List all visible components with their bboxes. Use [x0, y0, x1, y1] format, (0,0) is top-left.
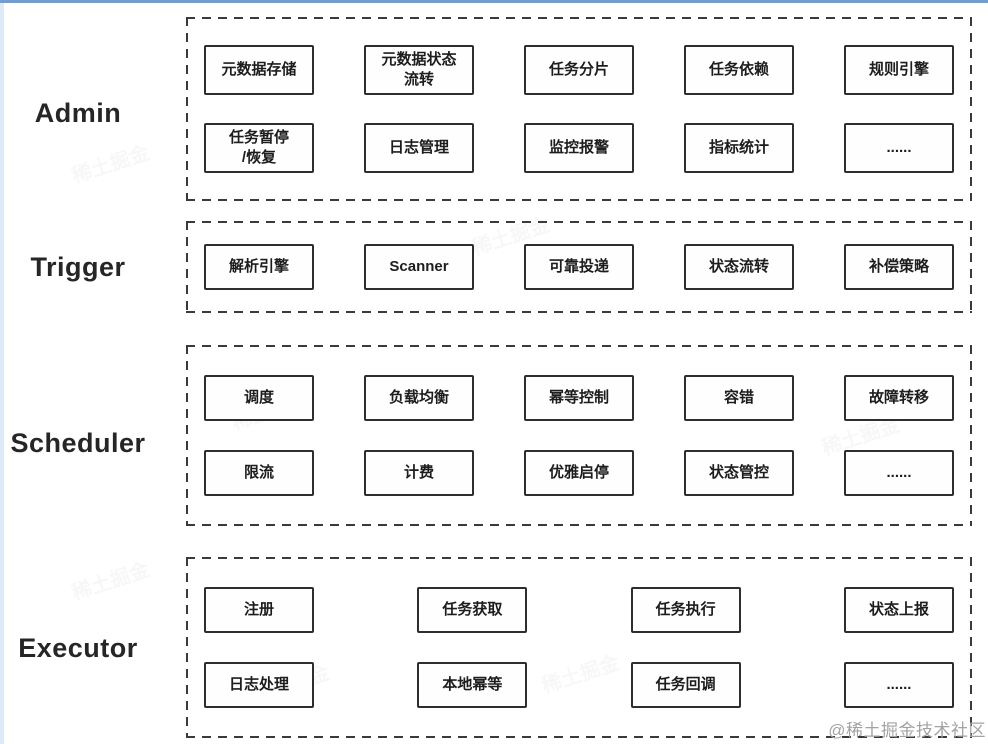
module-box-status-flow: 状态流转 [684, 244, 794, 290]
module-box-more: ...... [844, 122, 954, 174]
scheduler-row-1: 调度 负载均衡 幂等控制 容错 故障转移 [186, 374, 972, 421]
module-box-reliable-delivery: 可靠投递 [524, 244, 634, 290]
executor-row-1: 注册 任务获取 任务执行 状态上报 [186, 586, 972, 633]
module-box-status-report: 状态上报 [843, 586, 954, 633]
module-box-compensation: 补偿策略 [844, 244, 954, 290]
credit-watermark: @稀土掘金技术社区 [828, 721, 986, 740]
module-box-more: ...... [843, 662, 954, 709]
section-label-executor: Executor [18, 633, 138, 663]
module-box-task-sharding: 任务分片 [524, 44, 634, 96]
module-box-rate-limit: 限流 [204, 450, 314, 497]
scheduler-row-2: 限流 计费 优雅启停 状态管控 ...... [186, 450, 972, 497]
module-box-graceful-restart: 优雅启停 [524, 450, 634, 497]
executor-panel: 注册 任务获取 任务执行 状态上报 日志处理 本地幂等 任务回调 ...... [186, 557, 972, 738]
module-box-rule-engine: 规则引擎 [844, 44, 954, 96]
section-label-trigger: Trigger [30, 252, 126, 282]
trigger-panel: 解析引擎 Scanner 可靠投递 状态流转 补偿策略 [186, 221, 972, 313]
section-label-admin: Admin [34, 98, 122, 128]
module-box-task-dependency: 任务依赖 [684, 44, 794, 96]
module-box-local-idempotent: 本地幂等 [417, 662, 528, 709]
module-box-log-process: 日志处理 [204, 662, 314, 709]
module-box-parse-engine: 解析引擎 [204, 244, 314, 290]
admin-panel: 元数据存储 元数据状态 流转 任务分片 任务依赖 规则引擎 任务暂停 /恢复 日… [186, 17, 972, 201]
scheduler-panel: 调度 负载均衡 幂等控制 容错 故障转移 限流 计费 优雅启停 状态管控 ...… [186, 345, 972, 526]
module-box-task-execute: 任务执行 [630, 586, 741, 633]
admin-row-2: 任务暂停 /恢复 日志管理 监控报警 指标统计 ...... [186, 122, 972, 174]
module-box-task-callback: 任务回调 [630, 662, 741, 709]
module-box-metric-stats: 指标统计 [684, 122, 794, 174]
module-box-metadata-status: 元数据状态 流转 [364, 44, 474, 96]
module-box-more: ...... [844, 450, 954, 497]
trigger-row-1: 解析引擎 Scanner 可靠投递 状态流转 补偿策略 [186, 244, 972, 290]
module-box-status-control: 状态管控 [684, 450, 794, 497]
module-box-task-pause-resume: 任务暂停 /恢复 [204, 122, 314, 174]
module-box-load-balance: 负载均衡 [364, 374, 474, 421]
top-accent-line [0, 0, 988, 3]
module-box-dispatch: 调度 [204, 374, 314, 421]
faint-watermark: 稀土掘金 [69, 142, 153, 188]
module-box-failover: 故障转移 [844, 374, 954, 421]
module-box-idempotent-ctrl: 幂等控制 [524, 374, 634, 421]
module-box-register: 注册 [204, 586, 314, 633]
module-box-metadata-store: 元数据存储 [204, 44, 314, 96]
module-box-task-fetch: 任务获取 [417, 586, 528, 633]
left-accent-line [0, 3, 4, 744]
module-box-monitor-alert: 监控报警 [524, 122, 634, 174]
admin-row-1: 元数据存储 元数据状态 流转 任务分片 任务依赖 规则引擎 [186, 44, 972, 96]
executor-row-2: 日志处理 本地幂等 任务回调 ...... [186, 662, 972, 709]
module-box-scanner: Scanner [364, 244, 474, 290]
module-box-log-management: 日志管理 [364, 122, 474, 174]
section-label-scheduler: Scheduler [10, 428, 146, 458]
module-box-billing: 计费 [364, 450, 474, 497]
faint-watermark: 稀土掘金 [69, 559, 153, 605]
module-box-fault-tolerance: 容错 [684, 374, 794, 421]
